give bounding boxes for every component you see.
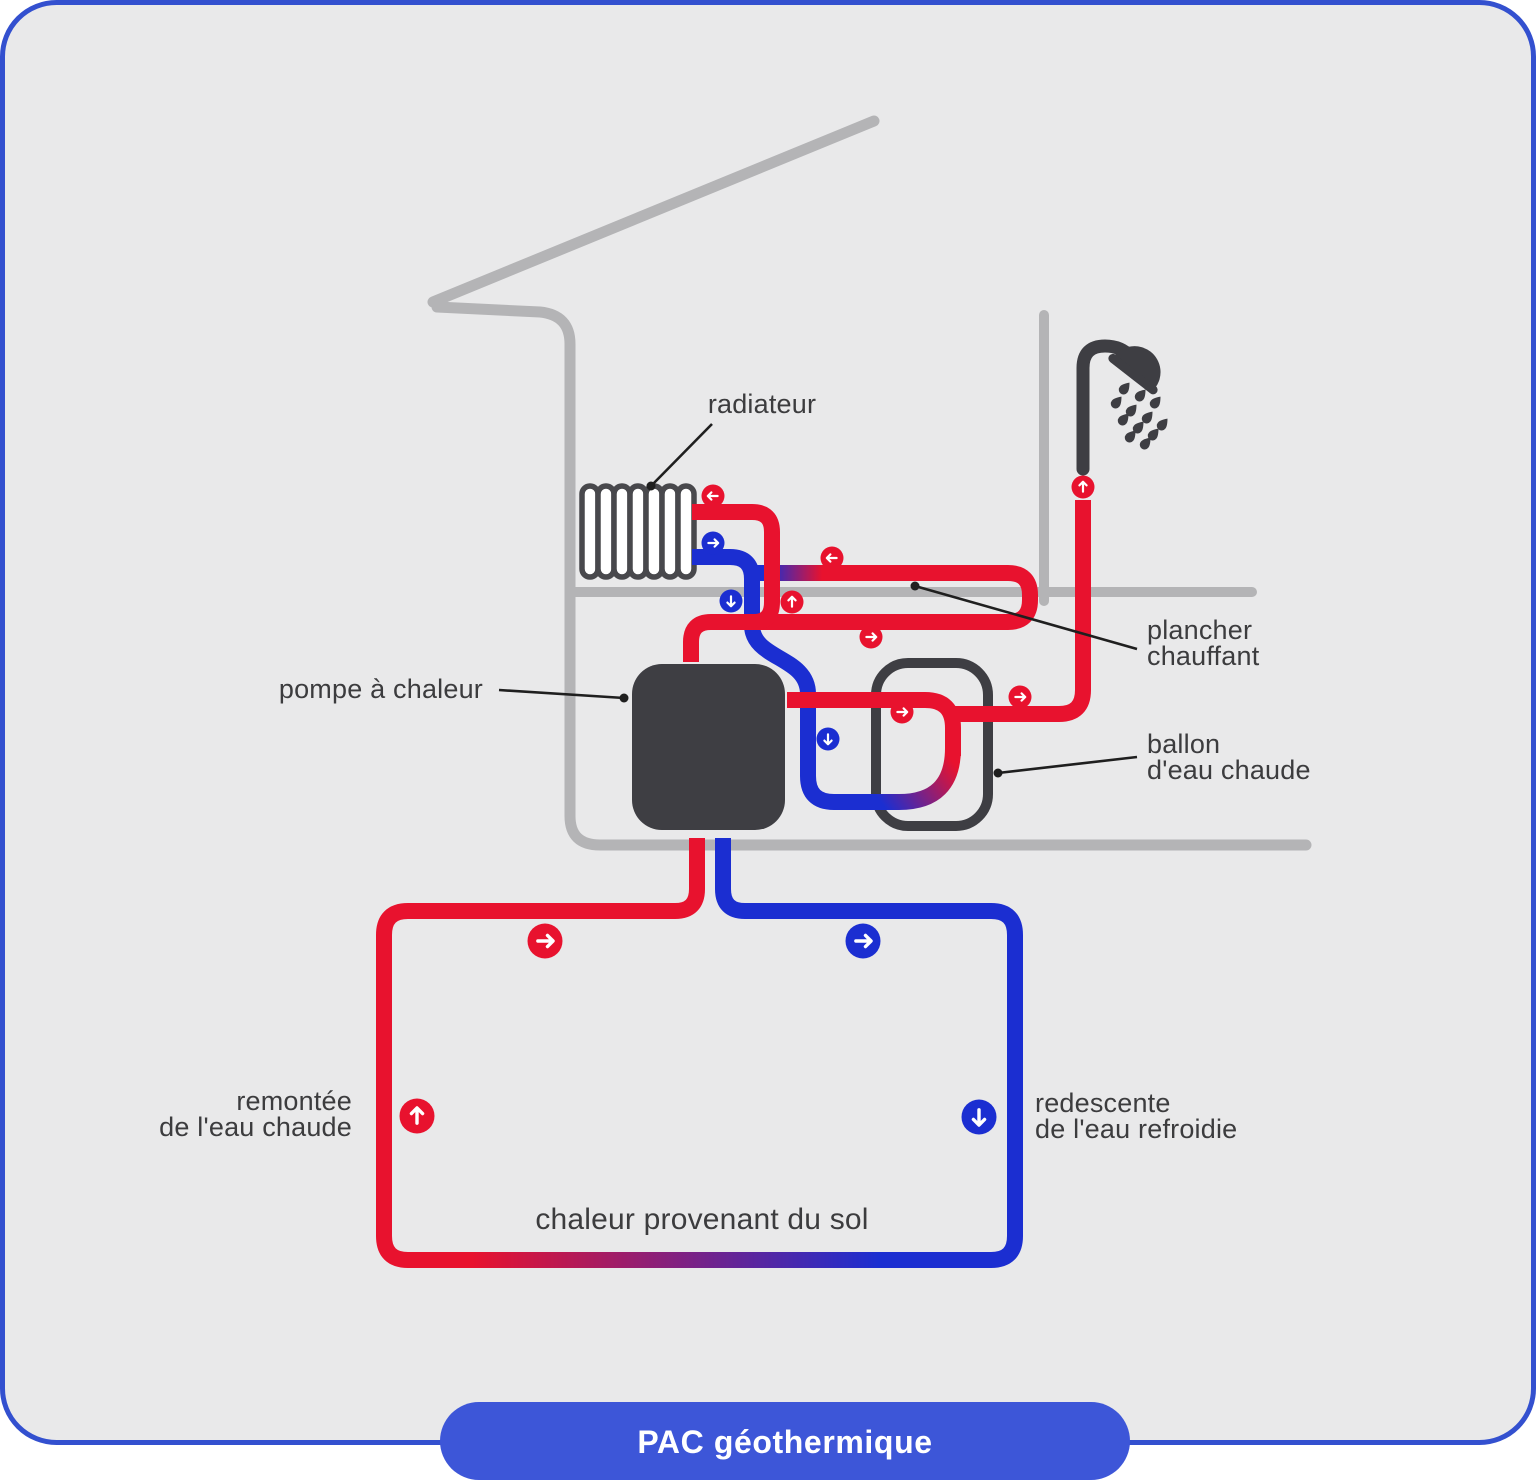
- flow-supply-up-badge: [780, 590, 804, 614]
- label-plancher-line2: chauffant: [1147, 641, 1260, 671]
- radiator-icon: [579, 483, 697, 580]
- flow-to-radiator-badge: [701, 484, 725, 508]
- pipe-shower-hot: [946, 500, 1091, 722]
- flow-into-tank-badge: [890, 700, 914, 724]
- flow-from-radiator-badge: [701, 531, 725, 555]
- title-badge-label: PAC géothermique: [637, 1424, 932, 1460]
- pipe-radiator-supply-hot: [692, 504, 780, 630]
- flow-to-shower-badge: [1008, 685, 1032, 709]
- label-redescente-line2: de l'eau refroidie: [1035, 1114, 1237, 1144]
- flow-tank-down-badge: [816, 727, 840, 751]
- roof-line: [427, 115, 880, 308]
- label-ballon-line1: ballon: [1147, 729, 1220, 759]
- flow-shower-up-badge: [1071, 475, 1095, 499]
- wall-and-ground-line: [431, 301, 1312, 851]
- pipe-tank-gradient: [868, 747, 961, 810]
- flow-ground-up-badge: [399, 1098, 435, 1134]
- flow-badges: [399, 475, 1095, 1135]
- hot-water-tank: [871, 658, 993, 831]
- house-outline: [427, 115, 1312, 851]
- title-badge: PAC géothermique: [440, 1402, 1130, 1480]
- flow-ground-hot-badge: [527, 923, 563, 959]
- label-ballon-line2: d'eau chaude: [1147, 755, 1311, 785]
- label-pompe-a-chaleur: pompe à chaleur: [279, 674, 483, 704]
- label-remontee-line2: de l'eau chaude: [159, 1112, 352, 1142]
- label-chaleur-sol: chaleur provenant du sol: [535, 1203, 868, 1236]
- shower-icon: [1076, 339, 1172, 476]
- label-redescente-line1: redescente: [1035, 1088, 1171, 1118]
- flow-ground-down-badge: [961, 1099, 997, 1135]
- pipes: [376, 500, 1091, 1268]
- pipe-radiator-return-cold: [692, 549, 874, 810]
- heat-pump-box: [632, 664, 785, 830]
- pipe-ground-hot: [376, 838, 705, 1268]
- label-remontee-line1: remontée: [236, 1086, 352, 1116]
- flow-floor-supply-badge: [859, 625, 883, 649]
- flow-floor-return-badge: [820, 546, 844, 570]
- label-plancher-line1: plancher: [1147, 615, 1252, 645]
- label-radiateur: radiateur: [708, 389, 816, 419]
- leader-lines: [498, 423, 1138, 778]
- pipe-ground-cold: [715, 838, 1023, 1268]
- flow-ground-cold-badge: [845, 923, 881, 959]
- flow-return-down-badge: [719, 589, 743, 613]
